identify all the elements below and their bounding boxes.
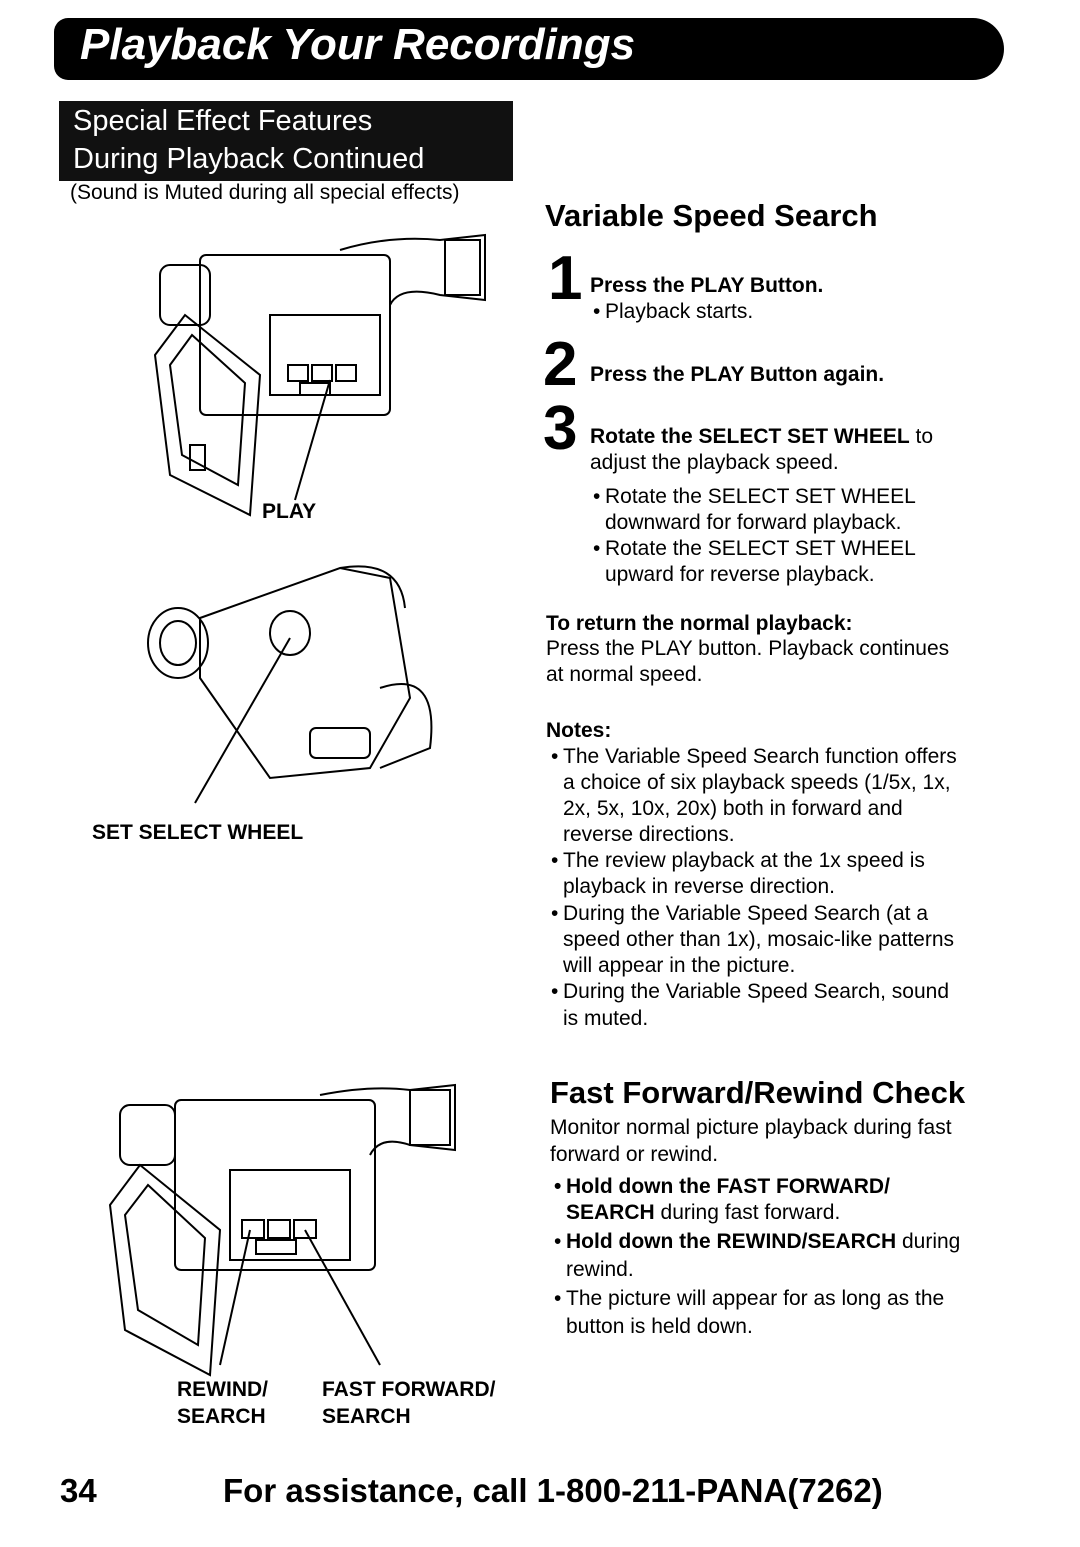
step-3-bullet2-line1: Rotate the SELECT SET WHEEL (593, 536, 916, 562)
play-label: PLAY (262, 500, 317, 523)
ff-label-line2: SEARCH (322, 1405, 411, 1428)
step-3-text-rest: to (909, 425, 934, 448)
step-3-text-bold: Rotate the SELECT SET WHEEL (590, 425, 910, 448)
ff-bullet2-line1: Hold down the REWIND/SEARCH during (554, 1229, 961, 1255)
set-select-wheel-label: SET SELECT WHEEL (92, 821, 304, 844)
ff-bullet3-line2: button is held down. (566, 1315, 753, 1338)
camcorder-play-illustration (153, 233, 486, 517)
step-3-bullet1-line1: Rotate the SELECT SET WHEEL (593, 484, 916, 510)
page-title: Playback Your Recordings (80, 20, 636, 69)
section-title-line2: During Playback Continued (73, 143, 425, 175)
ff-label-line1: FAST FORWARD/ (322, 1378, 496, 1401)
camcorder-ff-rewind-illustration (108, 1083, 456, 1377)
step-3-bullet2-line2: upward for reverse playback. (605, 563, 875, 586)
ff-bullet2-bold: Hold down the REWIND/SEARCH (566, 1230, 897, 1253)
step-1-number: 1 (548, 244, 583, 313)
step-3-text-line2: adjust the playback speed. (590, 451, 839, 474)
sound-note: (Sound is Muted during all special effec… (70, 181, 460, 204)
note-1-line4: reverse directions. (563, 823, 735, 846)
step-3-text: Rotate the SELECT SET WHEEL to (590, 424, 933, 450)
page-number: 34 (60, 1472, 97, 1509)
step-1-bullet: Playback starts. (593, 299, 753, 325)
rewind-label-line2: SEARCH (177, 1405, 266, 1428)
ff-intro-line2: forward or rewind. (550, 1143, 719, 1166)
note-2-line1: The review playback at the 1x speed is (551, 848, 925, 874)
note-4-line1: During the Variable Speed Search, sound (551, 979, 949, 1005)
note-3-line3: will appear in the picture. (563, 954, 796, 977)
ff-bullet2-rest: during (896, 1230, 961, 1253)
note-3-line1: During the Variable Speed Search (at a (551, 901, 928, 927)
section-header: Special Effect Features During Playback … (59, 101, 513, 181)
step-1-text: Press the PLAY Button. (590, 274, 824, 297)
ff-bullet1-line2-rest: during fast forward. (654, 1201, 841, 1224)
ff-bullet1-line1: Hold down the FAST FORWARD/ (554, 1174, 890, 1200)
ff-intro-line1: Monitor normal picture playback during f… (550, 1116, 952, 1139)
ff-rewind-heading: Fast Forward/Rewind Check (550, 1075, 966, 1110)
camcorder-wheel-illustration (147, 565, 433, 804)
step-3-number: 3 (543, 394, 578, 463)
ff-bullet3-line1: The picture will appear for as long as t… (554, 1286, 944, 1312)
assistance-line: For assistance, call 1-800-211-PANA(7262… (223, 1472, 883, 1509)
note-4-line2: is muted. (563, 1007, 649, 1030)
ff-bullet1-line2-bold: SEARCH (566, 1201, 655, 1224)
return-line1: Press the PLAY button. Playback continue… (546, 637, 950, 660)
step-3-bullet1-line2: downward for forward playback. (605, 511, 902, 534)
title-banner (54, 18, 1004, 80)
ff-bullet2-line2: rewind. (566, 1258, 634, 1281)
step-2-text: Press the PLAY Button again. (590, 363, 885, 386)
rewind-label-line1: REWIND/ (177, 1378, 268, 1401)
return-heading: To return the normal playback: (546, 612, 853, 635)
section-title-line1: Special Effect Features (73, 105, 373, 137)
note-1-line1: The Variable Speed Search function offer… (551, 744, 957, 770)
step-2-number: 2 (543, 330, 578, 399)
note-2-line2: playback in reverse direction. (563, 875, 835, 898)
ff-bullet1-line2: SEARCH during fast forward. (566, 1200, 840, 1226)
note-1-line3: 2x, 5x, 10x, 20x) both in forward and (563, 797, 903, 820)
note-3-line2: speed other than 1x), mosaic-like patter… (563, 928, 955, 951)
note-1-line2: a choice of six playback speeds (1/5x, 1… (563, 771, 951, 794)
notes-heading: Notes: (546, 719, 612, 742)
variable-speed-heading: Variable Speed Search (545, 198, 878, 233)
return-line2: at normal speed. (546, 663, 703, 686)
